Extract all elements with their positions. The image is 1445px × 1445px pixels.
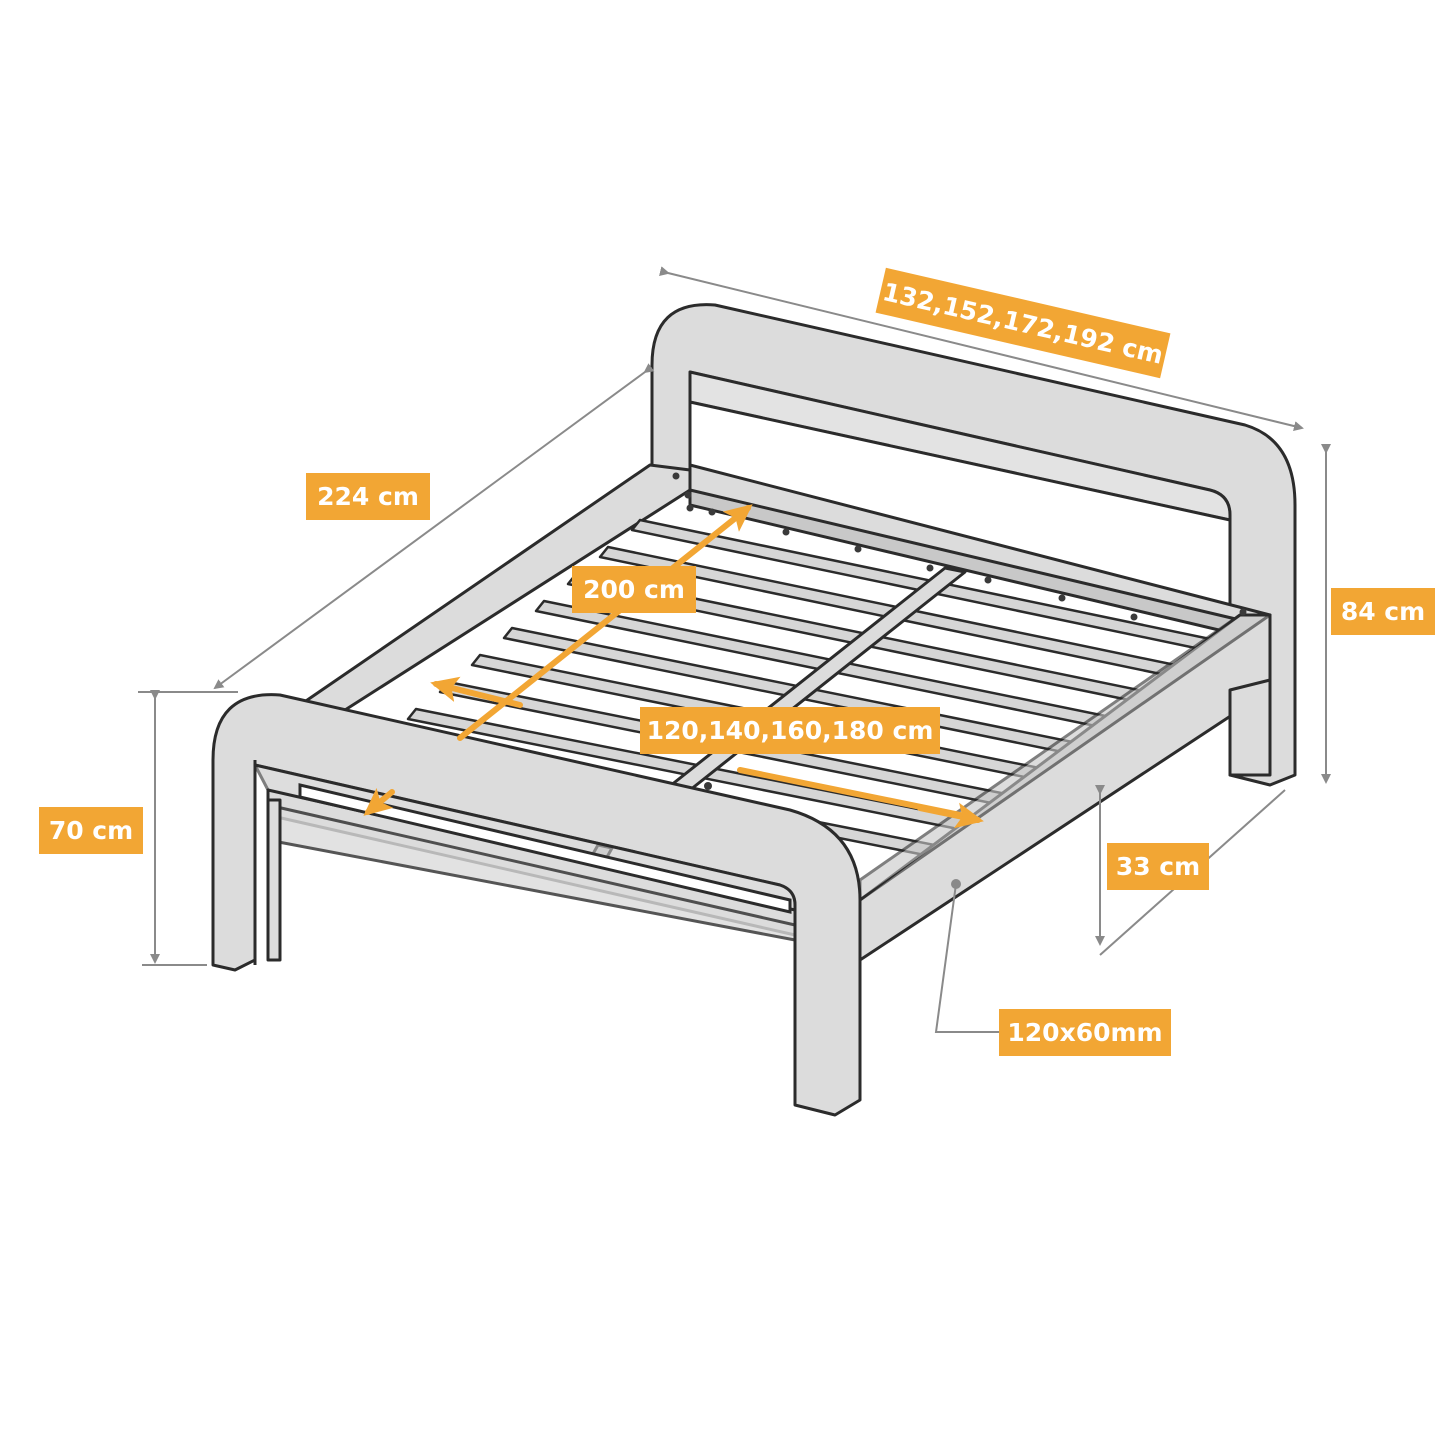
- overall-length-label: 224 cm: [306, 473, 430, 520]
- headboard-height-label: 84 cm: [1331, 588, 1435, 635]
- right-side-rail: [858, 613, 1272, 962]
- mattress-length-label: 200 cm: [572, 566, 696, 613]
- bolt-holes: [672, 472, 1247, 889]
- mattress-width-label: 120,140,160,180 cm: [640, 707, 940, 754]
- footboard-height-label: 70 cm: [39, 807, 143, 854]
- clearance-height-label: 33 cm: [1107, 843, 1209, 890]
- dimension-lines: [138, 266, 1331, 1033]
- beam-section-label: 120x60mm: [999, 1009, 1171, 1056]
- mattress-arrows: [363, 504, 984, 829]
